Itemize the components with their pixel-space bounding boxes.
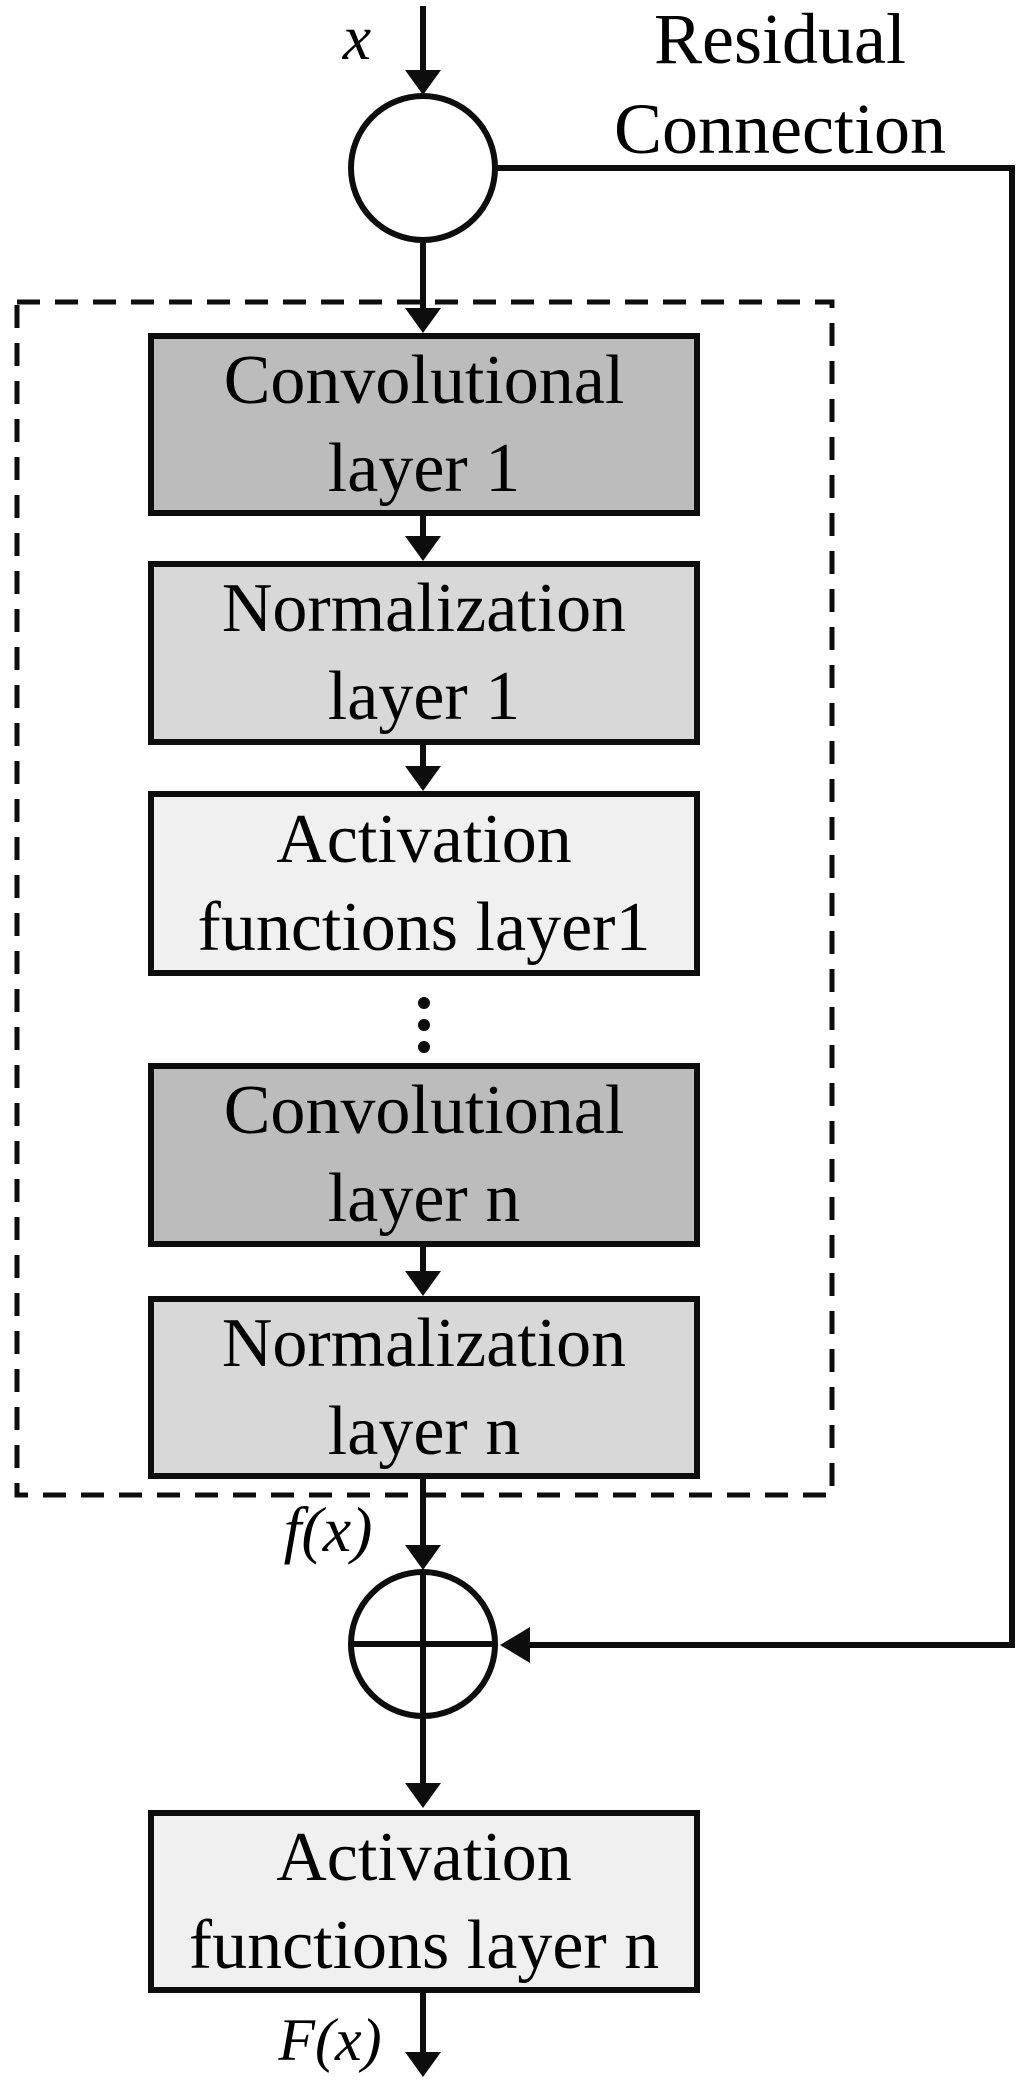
activation-layer-n-line2: functions layer n bbox=[188, 1906, 660, 1984]
arrowhead-into-conv1-icon bbox=[405, 308, 441, 333]
conv-layer-1-line1: Convolutional bbox=[223, 341, 625, 419]
norm-layer-n-line1: Normalization bbox=[221, 1304, 627, 1382]
conv-layer-1-box: Convolutional layer 1 bbox=[148, 333, 700, 516]
title-line2: Connection bbox=[614, 89, 946, 169]
norm-layer-1-line2: layer 1 bbox=[327, 658, 521, 735]
title-line1: Residual bbox=[654, 0, 906, 79]
norm-layer-n-box: Normalization layer n bbox=[148, 1296, 700, 1479]
arrowhead-into-normn-icon bbox=[405, 1271, 441, 1296]
input-x-label: x bbox=[342, 2, 372, 73]
activation-layer-n-box: Activation functions layer n bbox=[148, 1810, 700, 1993]
arrowhead-into-act1-icon bbox=[405, 766, 441, 791]
Fx-output-label: F(x) bbox=[278, 2006, 382, 2073]
norm-layer-1-line1: Normalization bbox=[221, 570, 627, 647]
vertical-ellipsis-icon bbox=[418, 997, 430, 1053]
fx-label: f(x) bbox=[283, 1494, 373, 1565]
residual-connection-line bbox=[423, 165, 1015, 1648]
activation-layer-1-box: Activation functions layer1 bbox=[148, 791, 700, 976]
arrowhead-into-sum-icon bbox=[405, 1545, 441, 1570]
arrowhead-into-norm1-icon bbox=[405, 536, 441, 561]
conv-layer-1-line2: layer 1 bbox=[327, 429, 521, 507]
residual-connection-title: Residual Connection bbox=[560, 0, 1000, 174]
split-circle-node-icon bbox=[348, 93, 498, 243]
norm-layer-1-box: Normalization layer 1 bbox=[148, 561, 700, 745]
conv-layer-n-box: Convolutional layer n bbox=[148, 1063, 700, 1247]
conv-layer-n-line2: layer n bbox=[327, 1160, 521, 1237]
activation-layer-n-line1: Activation bbox=[276, 1818, 572, 1896]
arrowhead-into-split-icon bbox=[405, 70, 441, 95]
residual-arrowhead-icon bbox=[500, 1627, 530, 1663]
activation-layer-1-line1: Activation bbox=[276, 800, 572, 878]
activation-layer-1-line2: functions layer1 bbox=[197, 888, 651, 966]
conv-layer-n-line1: Convolutional bbox=[223, 1072, 625, 1149]
arrowhead-output-icon bbox=[405, 2052, 441, 2077]
norm-layer-n-line2: layer n bbox=[327, 1392, 521, 1470]
arrowhead-into-actn-icon bbox=[405, 1783, 441, 1808]
